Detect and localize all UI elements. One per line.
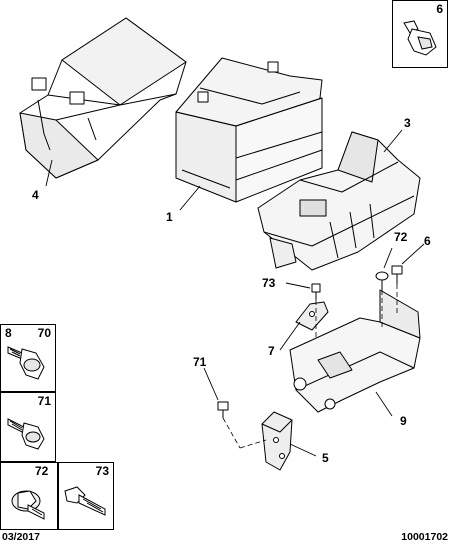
bolt-73-main [311, 283, 321, 300]
support-part [261, 411, 293, 471]
battery-cover-part [19, 17, 187, 179]
detail-box-71-number: 71 [37, 394, 51, 408]
detail-box-8-70-right-number: 70 [37, 326, 51, 340]
callout-4: 4 [32, 188, 39, 202]
bolt-icon [64, 486, 106, 516]
flange-bolt-icon [11, 490, 45, 520]
callout-3: 3 [404, 116, 411, 130]
callout-5: 5 [322, 451, 329, 465]
screw-icon [7, 418, 45, 450]
callout-9: 9 [400, 414, 407, 428]
detail-box-8-70-left-number: 8 [5, 326, 12, 340]
bolt-icon [7, 346, 45, 380]
callout-6: 6 [424, 234, 431, 248]
bolt-72-main [375, 271, 389, 290]
battery-part [175, 57, 323, 203]
callout-73: 73 [262, 276, 276, 290]
callout-71: 71 [193, 355, 207, 369]
bracket-part [289, 289, 421, 413]
detail-box-72-73-right-number: 73 [95, 464, 109, 478]
detail-box-6: 6 [392, 0, 448, 68]
callout-72: 72 [394, 230, 408, 244]
detail-box-72-73-divider [57, 463, 59, 529]
bolt-71-main [217, 401, 229, 418]
detail-box-72-73-left-number: 72 [35, 464, 49, 478]
detail-box-71: 71 [0, 392, 56, 462]
callout-1: 1 [166, 210, 173, 224]
detail-box-72-73: 72 73 [0, 462, 114, 530]
bolt-6-main [391, 265, 403, 284]
diagram-date: 03/2017 [2, 531, 40, 543]
battery-tray-part [257, 131, 421, 271]
detail-box-8-70: 8 70 [0, 324, 56, 392]
flange-bolt-icon [403, 20, 437, 56]
detail-box-6-number: 6 [436, 2, 443, 16]
callout-7: 7 [268, 344, 275, 358]
plate-part [295, 301, 329, 331]
diagram-reference: 10001702 [401, 531, 448, 543]
